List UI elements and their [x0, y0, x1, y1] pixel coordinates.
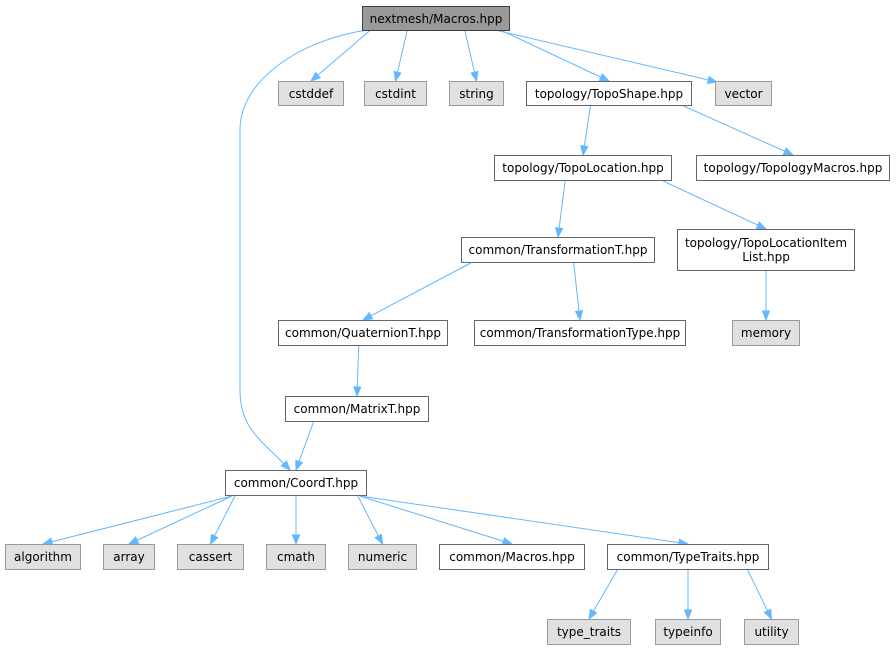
edge-arrowhead [574, 310, 584, 322]
edge-n14-n15 [42, 495, 233, 545]
edge-n4-n7 [683, 105, 794, 156]
edge-arrowhead [588, 608, 598, 621]
node-common-matrixt-hpp[interactable]: common/MatrixT.hpp [285, 396, 429, 422]
node-label: memory [740, 326, 792, 340]
node-label: common/TransformationType.hpp [479, 326, 681, 340]
node-cmath[interactable]: cmath [266, 544, 326, 570]
node-common-quaterniont-hpp[interactable]: common/QuaternionT.hpp [278, 320, 448, 346]
edge-arrowhead [763, 608, 773, 621]
node-topology-topolocation-hpp[interactable]: topology/TopoLocation.hpp [494, 155, 672, 181]
node-cassert[interactable]: cassert [177, 544, 244, 570]
edge-arrowhead [782, 147, 795, 156]
edge-n0-n14 [239, 29, 368, 471]
node-label: common/TypeTraits.hpp [616, 550, 760, 564]
node-label: vector [724, 86, 763, 101]
edge-arrowhead [374, 533, 384, 546]
node-utility[interactable]: utility [744, 619, 799, 645]
node-label: common/QuaternionT.hpp [285, 326, 441, 340]
node-label: common/MatrixT.hpp [293, 402, 421, 416]
node-common-macros-hpp[interactable]: common/Macros.hpp [439, 544, 585, 570]
edge-arrowhead [295, 459, 304, 472]
node-memory[interactable]: memory [732, 320, 800, 346]
edge-arrowhead [127, 536, 140, 545]
edge-n0-n5 [494, 29, 718, 83]
node-common-typetraits-hpp[interactable]: common/TypeTraits.hpp [607, 544, 769, 570]
node-label: common/CoordT.hpp [233, 476, 359, 490]
node-label: common/TransformationT.hpp [468, 243, 648, 257]
node-label: topology/TopoShape.hpp [534, 86, 684, 101]
edge-arrowhead [361, 311, 374, 321]
node-vector[interactable]: vector [715, 81, 772, 106]
node-type-traits[interactable]: type_traits [547, 619, 631, 645]
edge-n8-n11 [573, 262, 581, 321]
node-array[interactable]: array [103, 544, 155, 570]
node-algorithm[interactable]: algorithm [5, 544, 81, 570]
node-typeinfo[interactable]: typeinfo [655, 619, 721, 645]
edge-n14-n20 [359, 495, 513, 545]
node-label: nextmesh/Macros.hpp [369, 11, 503, 26]
edge-arrowhead [555, 227, 564, 239]
edge-arrowhead [580, 144, 589, 157]
node-label: cstdint [375, 86, 416, 101]
node-nextmesh-macros-hpp[interactable]: nextmesh/Macros.hpp [362, 6, 510, 31]
node-label: type_traits [556, 625, 622, 639]
node-label: cmath [277, 550, 315, 564]
node-label: cassert [188, 550, 233, 564]
node-label: array [113, 550, 145, 564]
edge-arrowhead [470, 70, 479, 83]
node-topology-topolocationitemlist-hpp[interactable]: topology/TopoLocationItem List.hpp [677, 229, 855, 271]
node-label: utility [754, 625, 789, 639]
edge-arrowhead [761, 310, 771, 322]
node-label: topology/TopologyMacros.hpp [703, 161, 883, 175]
node-common-transformationt-hpp[interactable]: common/TransformationT.hpp [461, 237, 655, 263]
node-common-coordt-hpp[interactable]: common/CoordT.hpp [225, 470, 367, 496]
node-string[interactable]: string [449, 81, 504, 106]
edge-arrowhead [291, 534, 301, 546]
edge-arrowhead [598, 73, 611, 82]
node-common-transformationtype-hpp[interactable]: common/TransformationType.hpp [474, 320, 686, 346]
node-label: topology/TopoLocationItem List.hpp [684, 236, 848, 264]
node-topology-toposhape-hpp[interactable]: topology/TopoShape.hpp [526, 81, 692, 106]
edge-arrowhead [280, 460, 291, 472]
node-label: cstddef [288, 86, 334, 101]
edge-n0-n1 [310, 30, 370, 82]
edge-arrowhead [309, 71, 321, 82]
edge-arrowhead [209, 533, 219, 546]
node-label: algorithm [14, 550, 72, 564]
node-label: string [459, 86, 494, 101]
node-numeric[interactable]: numeric [348, 544, 417, 570]
edge-arrowhead [393, 70, 402, 83]
node-label: topology/TopoLocation.hpp [502, 161, 664, 175]
node-cstddef[interactable]: cstddef [278, 81, 344, 106]
edge-n8-n10 [362, 262, 471, 321]
edge-n0-n4 [502, 30, 610, 82]
node-label: numeric [357, 550, 408, 564]
node-label: common/Macros.hpp [449, 550, 575, 564]
edge-arrowhead [353, 386, 362, 398]
edge-arrowhead [683, 609, 693, 621]
edge-n14-n21 [359, 495, 689, 545]
edge-n14-n16 [128, 495, 233, 545]
edge-arrowhead [755, 221, 768, 230]
node-topology-topologymacros-hpp[interactable]: topology/TopologyMacros.hpp [696, 155, 890, 181]
edge-n6-n9 [662, 180, 767, 230]
node-label: typeinfo [663, 625, 713, 639]
edge-arrowhead [706, 75, 719, 84]
node-cstdint[interactable]: cstdint [364, 81, 427, 106]
